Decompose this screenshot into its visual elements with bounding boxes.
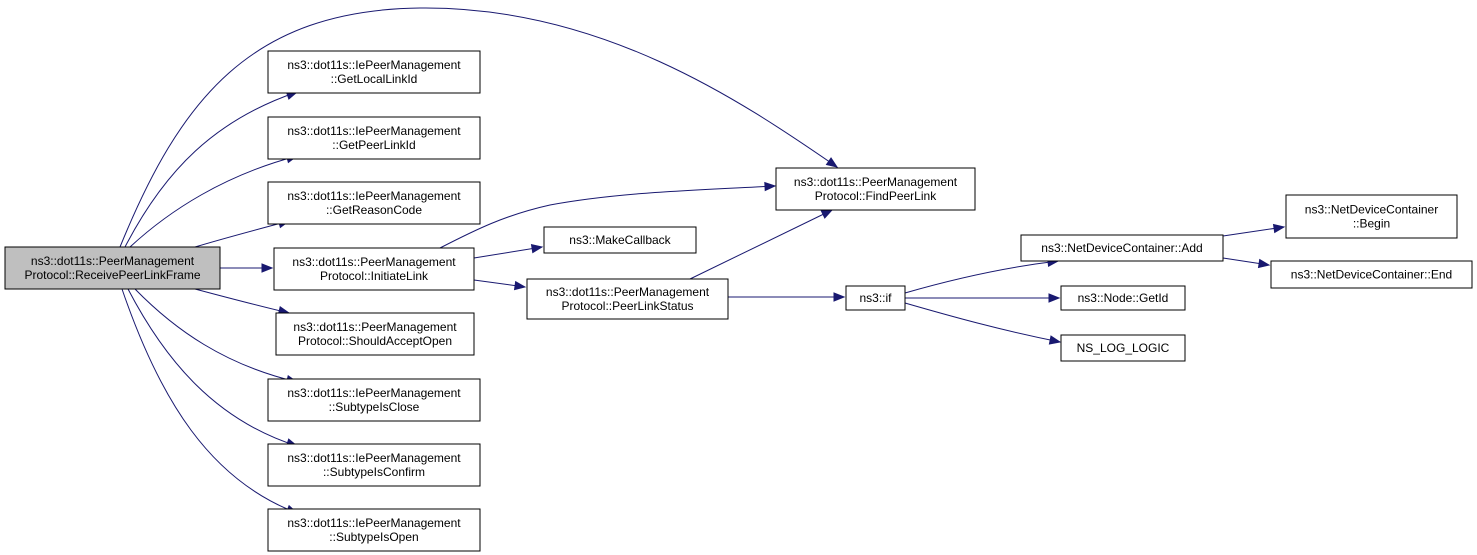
node-label: ns3::dot11s::PeerManagement xyxy=(546,285,710,299)
node-label: ns3::if xyxy=(859,291,892,305)
arrowhead-icon xyxy=(1272,223,1286,234)
node-label: Protocol::InitiateLink xyxy=(320,269,429,283)
arrowhead-icon xyxy=(764,181,777,192)
node-label: ns3::dot11s::PeerManagement xyxy=(292,255,456,269)
edge-receive-to-close xyxy=(134,288,299,385)
edge-receive-to-confirm xyxy=(127,288,299,448)
edge-if-to-nslog xyxy=(904,302,1062,345)
edge-add-to-end xyxy=(1222,257,1271,269)
edge-initiate-to-findpeer xyxy=(439,181,777,249)
arrowhead-icon xyxy=(825,157,839,168)
node-label: ::GetPeerLinkId xyxy=(332,138,415,152)
edge-add-to-begin xyxy=(1222,223,1286,237)
node-peerstatus[interactable]: ns3::dot11s::PeerManagementProtocol::Pee… xyxy=(526,278,729,320)
arrowhead-icon xyxy=(1257,258,1271,269)
edge-receive-to-findpeer xyxy=(119,7,839,248)
node-close[interactable]: ns3::dot11s::IePeerManagement::SubtypeIs… xyxy=(267,378,481,422)
arrowhead-icon xyxy=(530,243,544,254)
node-shouldaccept[interactable]: ns3::dot11s::PeerManagementProtocol::Sho… xyxy=(275,312,475,356)
node-receive: ns3::dot11s::PeerManagementProtocol::Rec… xyxy=(4,246,221,290)
arrowhead-icon xyxy=(1048,293,1061,303)
node-label: ns3::dot11s::PeerManagement xyxy=(31,254,195,268)
node-label: Protocol::ShouldAcceptOpen xyxy=(298,334,452,348)
edge-initiate-to-peerstatus xyxy=(473,279,527,291)
node-getpeer[interactable]: ns3::dot11s::IePeerManagement::GetPeerLi… xyxy=(267,116,481,160)
node-label: Protocol::ReceivePeerLinkFrame xyxy=(24,268,200,282)
node-label: ns3::dot11s::IePeerManagement xyxy=(287,58,461,72)
node-confirm[interactable]: ns3::dot11s::IePeerManagement::SubtypeIs… xyxy=(267,443,481,487)
node-label: ::SubtypeIsClose xyxy=(329,400,420,414)
node-nslog[interactable]: NS_LOG_LOGIC xyxy=(1060,334,1186,362)
arrowhead-icon xyxy=(513,280,527,291)
node-label: ns3::dot11s::IePeerManagement xyxy=(287,386,461,400)
node-initiate[interactable]: ns3::dot11s::PeerManagementProtocol::Ini… xyxy=(273,247,475,291)
node-if[interactable]: ns3::if xyxy=(845,285,906,311)
node-label: ns3::MakeCallback xyxy=(569,233,671,247)
node-label: ns3::dot11s::IePeerManagement xyxy=(287,451,461,465)
node-end[interactable]: ns3::NetDeviceContainer::End xyxy=(1270,260,1473,289)
node-label: ns3::dot11s::PeerManagement xyxy=(293,320,457,334)
nodes-layer: ns3::dot11s::PeerManagementProtocol::Rec… xyxy=(4,50,1473,552)
node-label: ns3::NetDeviceContainer::Add xyxy=(1041,241,1202,255)
node-label: ns3::NetDeviceContainer xyxy=(1305,203,1438,217)
node-label: ::SubtypeIsConfirm xyxy=(323,465,425,479)
arrowhead-icon xyxy=(261,263,274,273)
node-label: Protocol::FindPeerLink xyxy=(815,189,937,203)
node-label: Protocol::PeerLinkStatus xyxy=(561,299,693,313)
node-add[interactable]: ns3::NetDeviceContainer::Add xyxy=(1020,234,1224,262)
edge-if-to-add xyxy=(904,257,1060,294)
arrowhead-icon xyxy=(1048,335,1062,345)
node-label: ns3::Node::GetId xyxy=(1078,291,1169,305)
edge-receive-to-initiate xyxy=(220,263,274,273)
node-begin[interactable]: ns3::NetDeviceContainer::Begin xyxy=(1285,194,1458,239)
edge-receive-to-shouldaccept xyxy=(194,288,291,316)
node-label: ::GetReasonCode xyxy=(326,203,422,217)
arrowhead-icon xyxy=(833,292,846,302)
node-label: ns3::dot11s::PeerManagement xyxy=(794,175,958,189)
node-makecallback[interactable]: ns3::MakeCallback xyxy=(543,226,697,254)
edge-if-to-getid xyxy=(905,293,1061,303)
node-label: ns3::dot11s::IePeerManagement xyxy=(287,189,461,203)
node-findpeer[interactable]: ns3::dot11s::PeerManagementProtocol::Fin… xyxy=(775,167,976,211)
edge-peerstatus-to-findpeer xyxy=(689,209,834,280)
node-label: ::SubtypeIsOpen xyxy=(329,530,418,544)
node-label: ns3::NetDeviceContainer::End xyxy=(1291,268,1452,282)
node-open[interactable]: ns3::dot11s::IePeerManagement::SubtypeIs… xyxy=(267,508,481,552)
node-getid[interactable]: ns3::Node::GetId xyxy=(1060,285,1186,311)
node-getreason[interactable]: ns3::dot11s::IePeerManagement::GetReason… xyxy=(267,181,481,225)
node-label: ::GetLocalLinkId xyxy=(331,72,418,86)
node-label: ::Begin xyxy=(1353,217,1390,231)
node-getlocal[interactable]: ns3::dot11s::IePeerManagement::GetLocalL… xyxy=(267,50,481,94)
node-label: NS_LOG_LOGIC xyxy=(1077,341,1170,355)
edge-peerstatus-to-if xyxy=(728,292,846,302)
edge-initiate-to-makecallback xyxy=(473,243,544,259)
arrowhead-icon xyxy=(820,209,834,219)
node-label: ns3::dot11s::IePeerManagement xyxy=(287,516,461,530)
node-label: ns3::dot11s::IePeerManagement xyxy=(287,124,461,138)
